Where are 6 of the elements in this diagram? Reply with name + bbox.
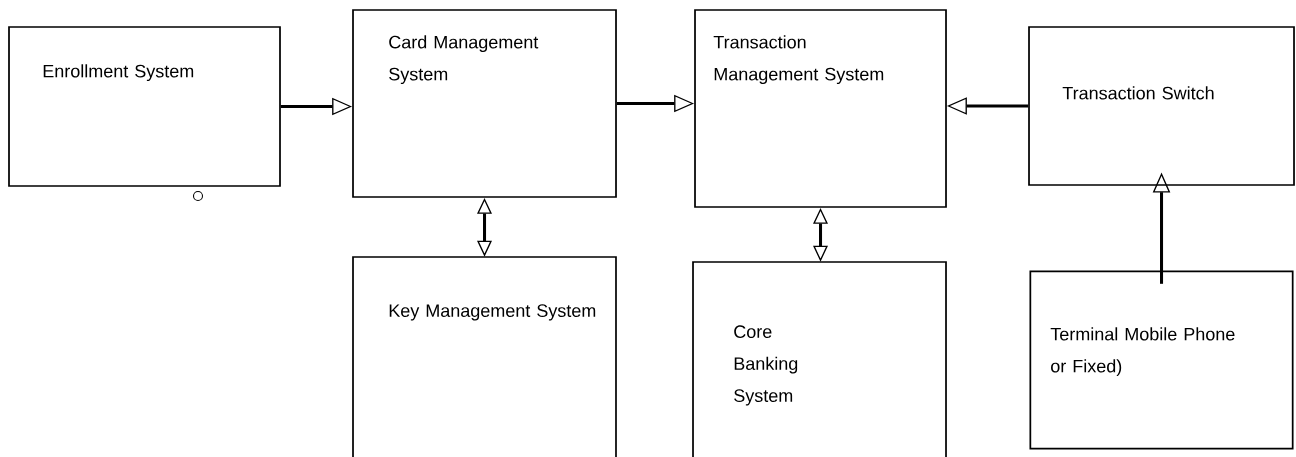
system-box: Transaction Management System [694,9,947,208]
system-box: Transaction Switch [1028,26,1295,186]
system-box: Card Management System [352,9,617,198]
system-box: Enrollment System [8,26,281,187]
system-box: Key Management System [352,256,617,457]
system-box: Core Banking System [692,261,947,457]
